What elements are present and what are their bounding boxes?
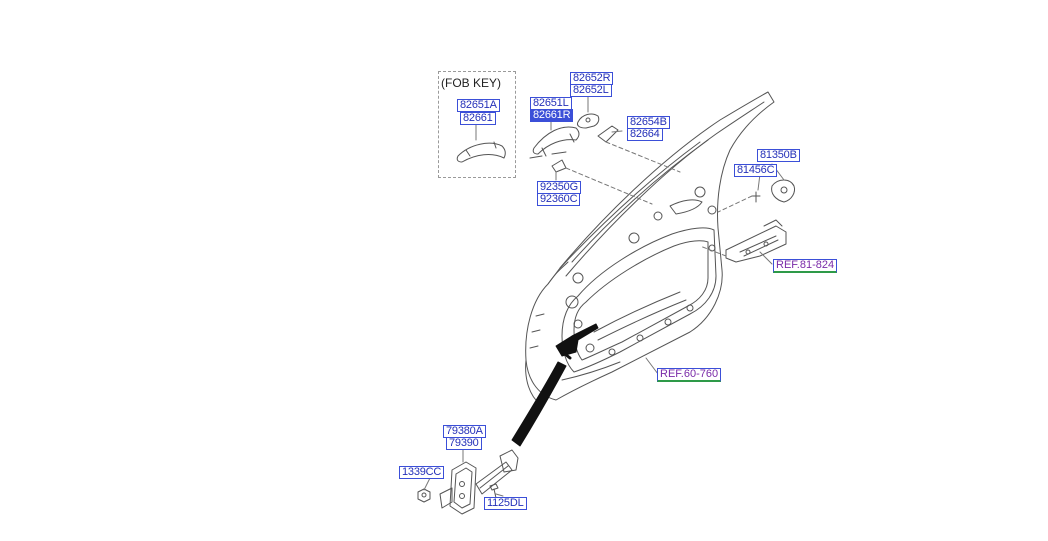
part-label-82664[interactable]: 82664	[627, 128, 663, 141]
door-checker	[417, 449, 519, 515]
handle-cap	[597, 125, 619, 143]
outside-handle	[529, 126, 580, 159]
door-checker-strap	[511, 323, 599, 447]
part-label-1339cc[interactable]: 1339CC	[399, 466, 445, 479]
fob-key-handle	[456, 141, 506, 163]
handle-cover	[577, 113, 600, 129]
fob-key-frame	[438, 71, 516, 178]
part-label-81350b[interactable]: 81350B	[757, 149, 800, 162]
part-label-82652l[interactable]: 82652L	[570, 84, 612, 97]
part-label-81456c[interactable]: 81456C	[734, 164, 778, 177]
ref-label-81-824[interactable]: REF.81-824	[773, 259, 838, 273]
door-latch	[725, 219, 787, 263]
ref-label-60-760[interactable]: REF.60-760	[657, 368, 722, 382]
dashed-leader-lines	[565, 141, 753, 257]
part-label-82651a[interactable]: 82651A	[457, 99, 500, 112]
part-label-79390[interactable]: 79390	[446, 437, 482, 450]
fob-key-title: (FOB KEY)	[441, 76, 502, 90]
part-label-1125dl[interactable]: 1125DL	[484, 497, 527, 510]
door-panel	[525, 91, 775, 405]
part-label-82661[interactable]: 82661	[460, 112, 496, 125]
handle-gasket	[551, 159, 567, 173]
part-label-92360c[interactable]: 92360C	[537, 193, 581, 206]
part-label-82661r[interactable]: 82661R	[530, 109, 574, 122]
